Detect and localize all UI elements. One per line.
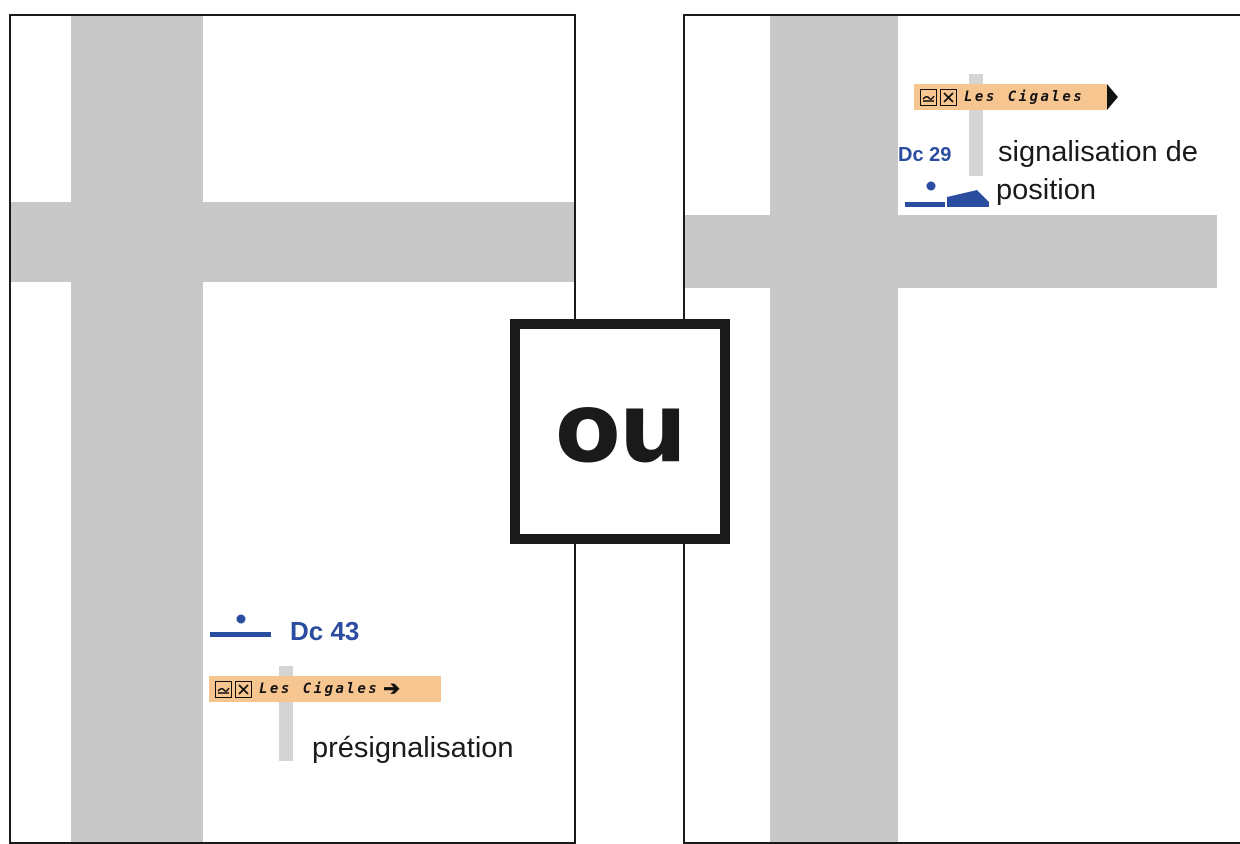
road-vertical (770, 16, 898, 842)
restaurant-icon (235, 680, 252, 698)
arrow-right-icon: ➔ (383, 678, 400, 700)
caption-signalisation-line2: position (996, 174, 1096, 206)
position-code: Dc 29 (898, 144, 952, 166)
direction-sign: Les Cigales (914, 84, 1118, 110)
roadside-rest-icon (215, 680, 232, 698)
sign-destination: Les Cigales (259, 681, 380, 697)
sign-destination: Les Cigales (964, 89, 1085, 105)
road-horizontal (685, 215, 1217, 288)
or-label: ou (554, 371, 687, 484)
caption-presignalisation: présignalisation (312, 732, 514, 764)
restaurant-icon (940, 88, 957, 106)
position-indicator-icon (210, 614, 271, 637)
road-vertical (71, 16, 203, 842)
position-indicator-icon (905, 181, 989, 207)
position-code: Dc 43 (290, 616, 360, 646)
or-separator-box: ou (510, 319, 730, 544)
caption-signalisation-line1: signalisation de (998, 136, 1198, 168)
roadside-rest-icon (920, 88, 937, 106)
road-horizontal (11, 202, 574, 282)
direction-sign: Les Cigales ➔ (209, 676, 441, 702)
chevron-right-icon (1107, 84, 1118, 110)
left-scenario-panel: Dc 43 Les Cigales ➔ présignalisation (9, 14, 576, 844)
right-scenario-panel: Les Cigales Dc 29 signalisation de posit… (683, 14, 1240, 844)
